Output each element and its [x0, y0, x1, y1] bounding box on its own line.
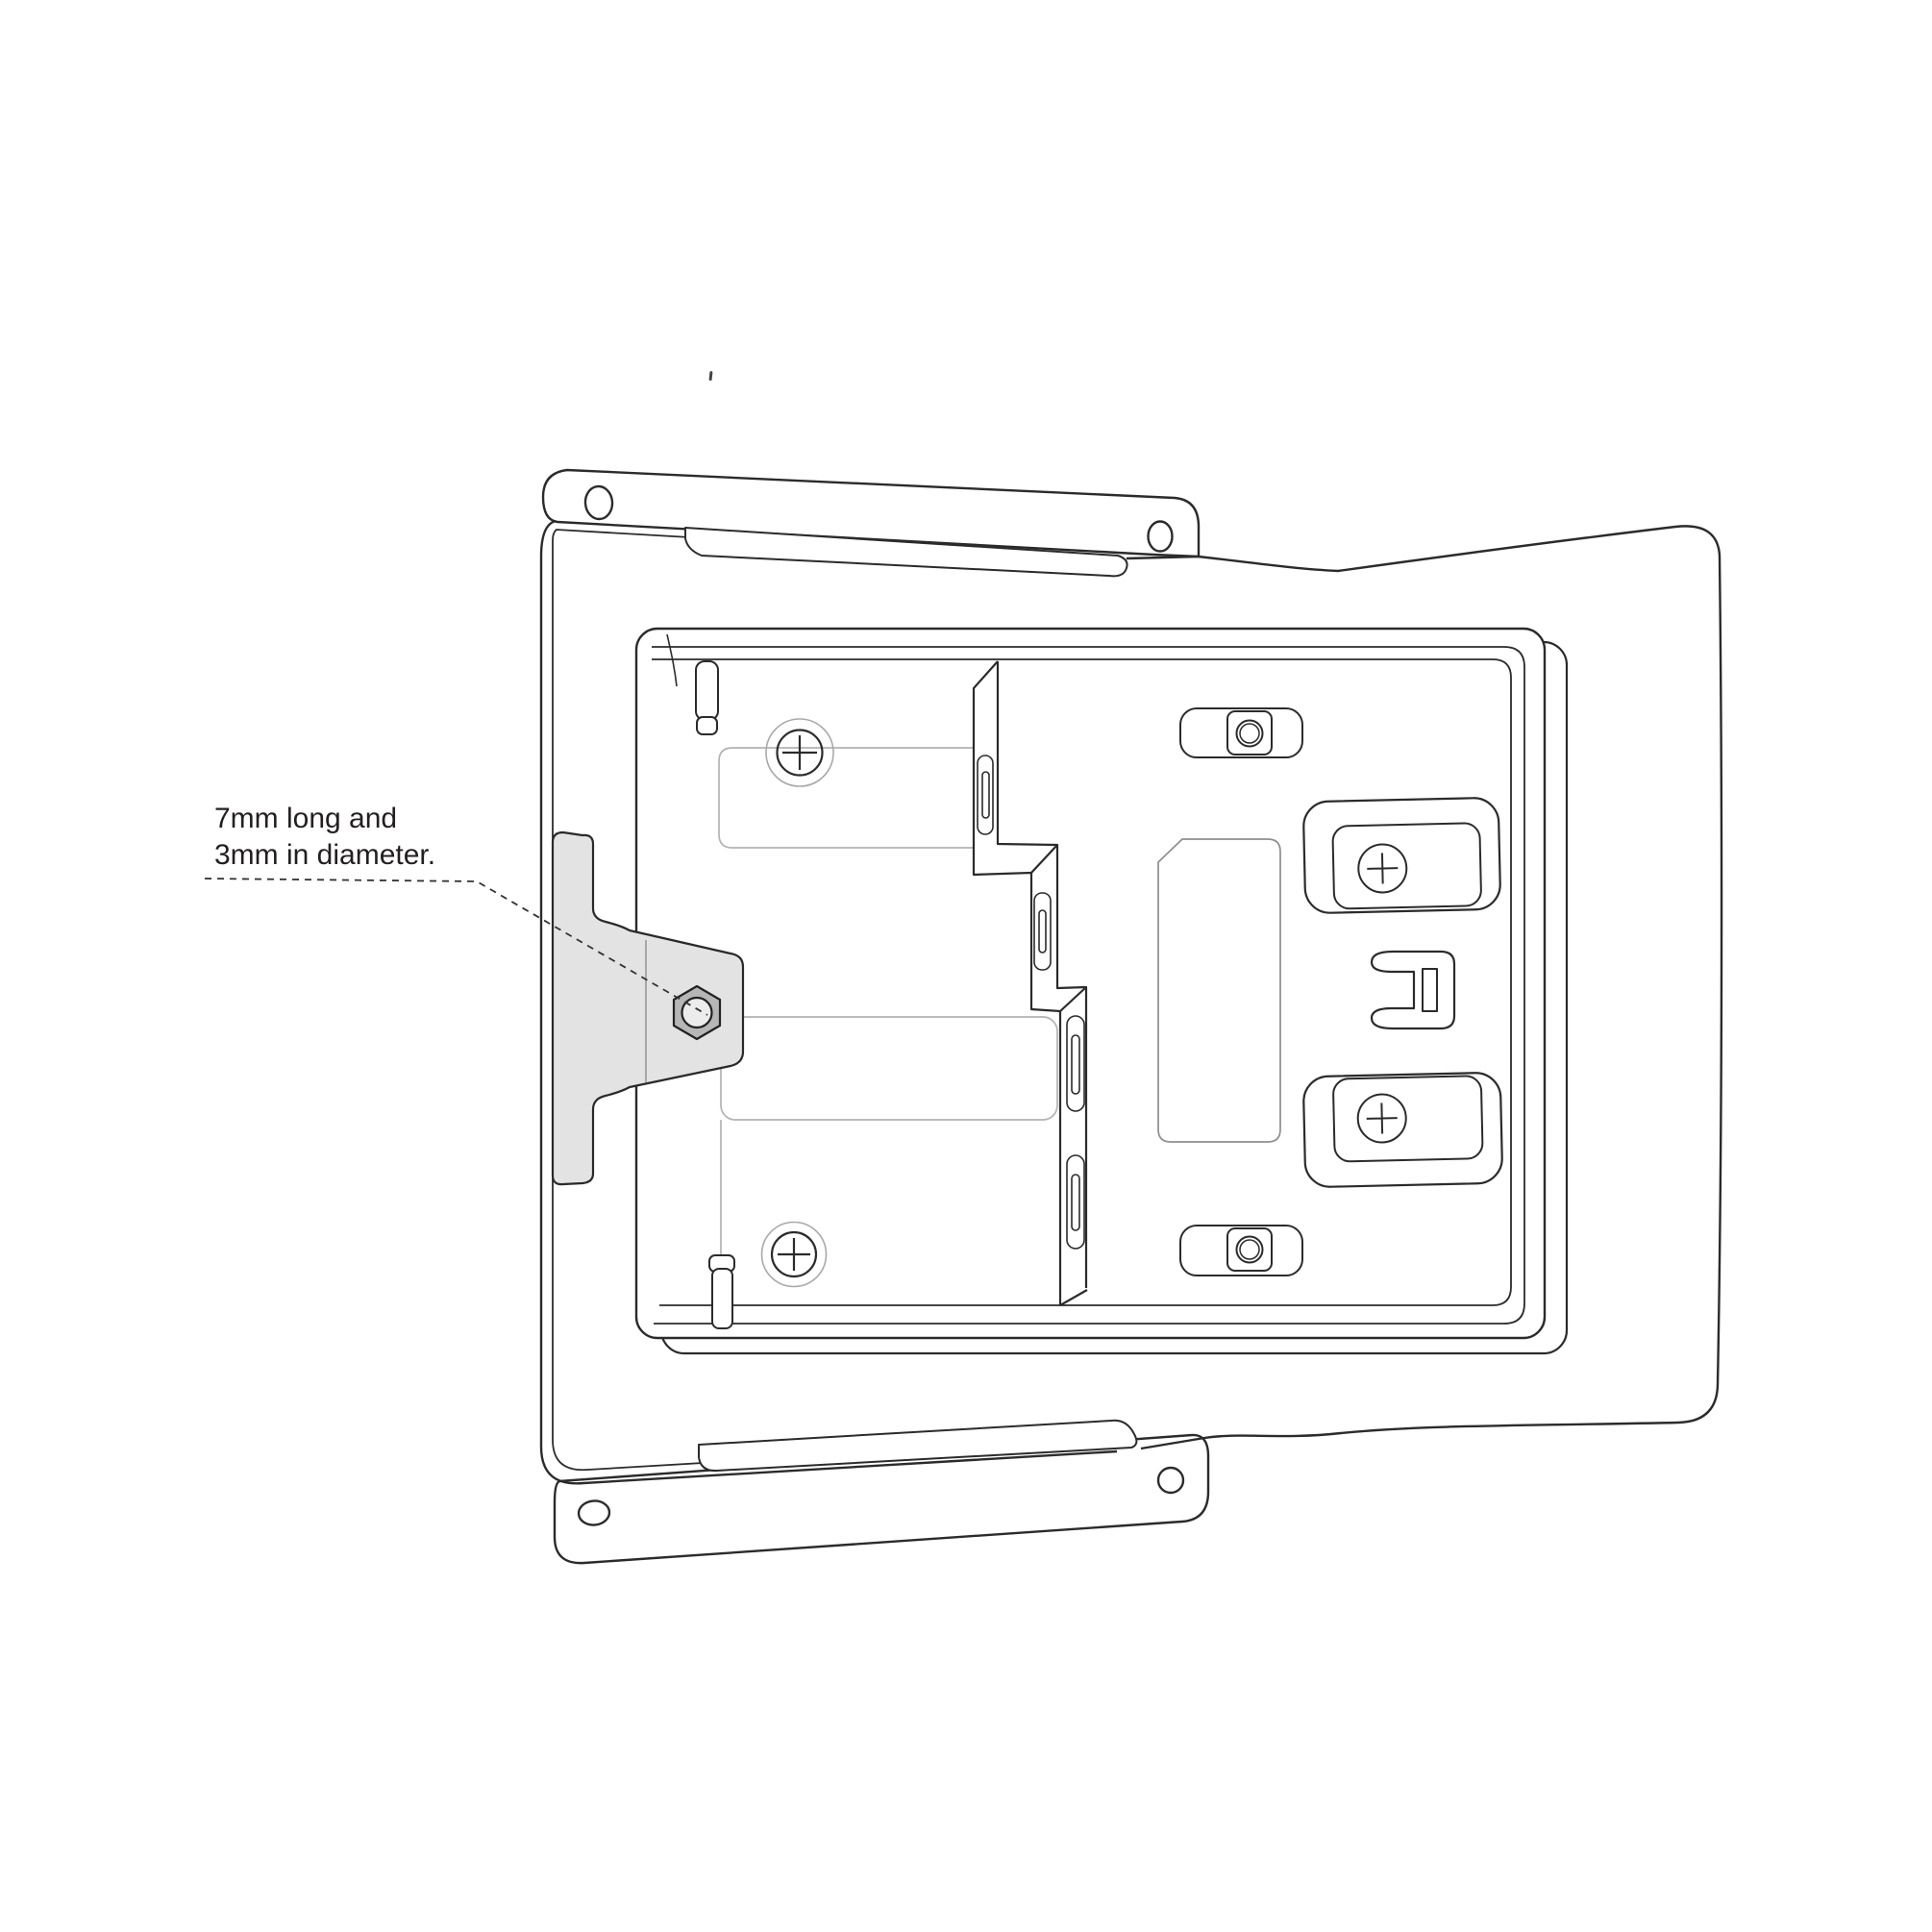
bottom-tab-hole-right: [1156, 1466, 1185, 1495]
ring-icon: [1235, 1235, 1264, 1264]
panel-rim-lines: [652, 646, 1525, 1325]
pin-top: [695, 660, 719, 735]
back-plate: [1126, 525, 1723, 1450]
screw-bottom-left: [760, 1221, 828, 1288]
ring-fixture-top: [1179, 707, 1303, 758]
screw-boss-bottom-right: [1302, 1072, 1503, 1188]
pin-bottom: [708, 1254, 735, 1329]
lock-bracket: [551, 830, 745, 1186]
screw-cross-icon: [1367, 853, 1399, 884]
screw-boss-top-right: [1302, 797, 1501, 914]
annotation-text-line2: 3mm in diameter.: [214, 839, 435, 871]
tick-mark: [708, 371, 713, 382]
hex-nut: [672, 984, 722, 1041]
panel-front-sheet: [634, 627, 1547, 1340]
screw-top-left: [765, 718, 834, 787]
ring-icon: [1235, 719, 1264, 748]
annotation-callout: 7mm long and 3mm in diameter.: [204, 803, 708, 1016]
bottom-mounting-tab: [553, 1433, 1210, 1565]
top-mounting-tab: [541, 468, 1201, 558]
screw-cross-icon: [782, 735, 817, 770]
top-tab-hole-right: [1147, 520, 1174, 553]
step-structure: [972, 660, 1088, 1306]
clip-slot: [1422, 968, 1438, 1012]
retaining-clip: [1370, 950, 1456, 1030]
top-tab-hole-left: [583, 484, 614, 521]
screw-cross-icon: [778, 1238, 810, 1271]
guide-rect-top: [718, 747, 973, 849]
annotation-text-line1: 7mm long and: [214, 803, 397, 834]
screw-cross-icon: [1366, 1102, 1398, 1134]
panel-corner-fold: [666, 633, 678, 687]
step-slots: [977, 755, 1085, 1250]
bottom-lip-pocket: [698, 1419, 1138, 1473]
ring-fixture-bottom: [1179, 1225, 1303, 1276]
bottom-tab-hole-left: [577, 1499, 611, 1526]
leader-dashed-line: [204, 878, 708, 1016]
cutout-panel: [1157, 838, 1281, 1143]
top-lip-pocket: [684, 527, 1128, 578]
